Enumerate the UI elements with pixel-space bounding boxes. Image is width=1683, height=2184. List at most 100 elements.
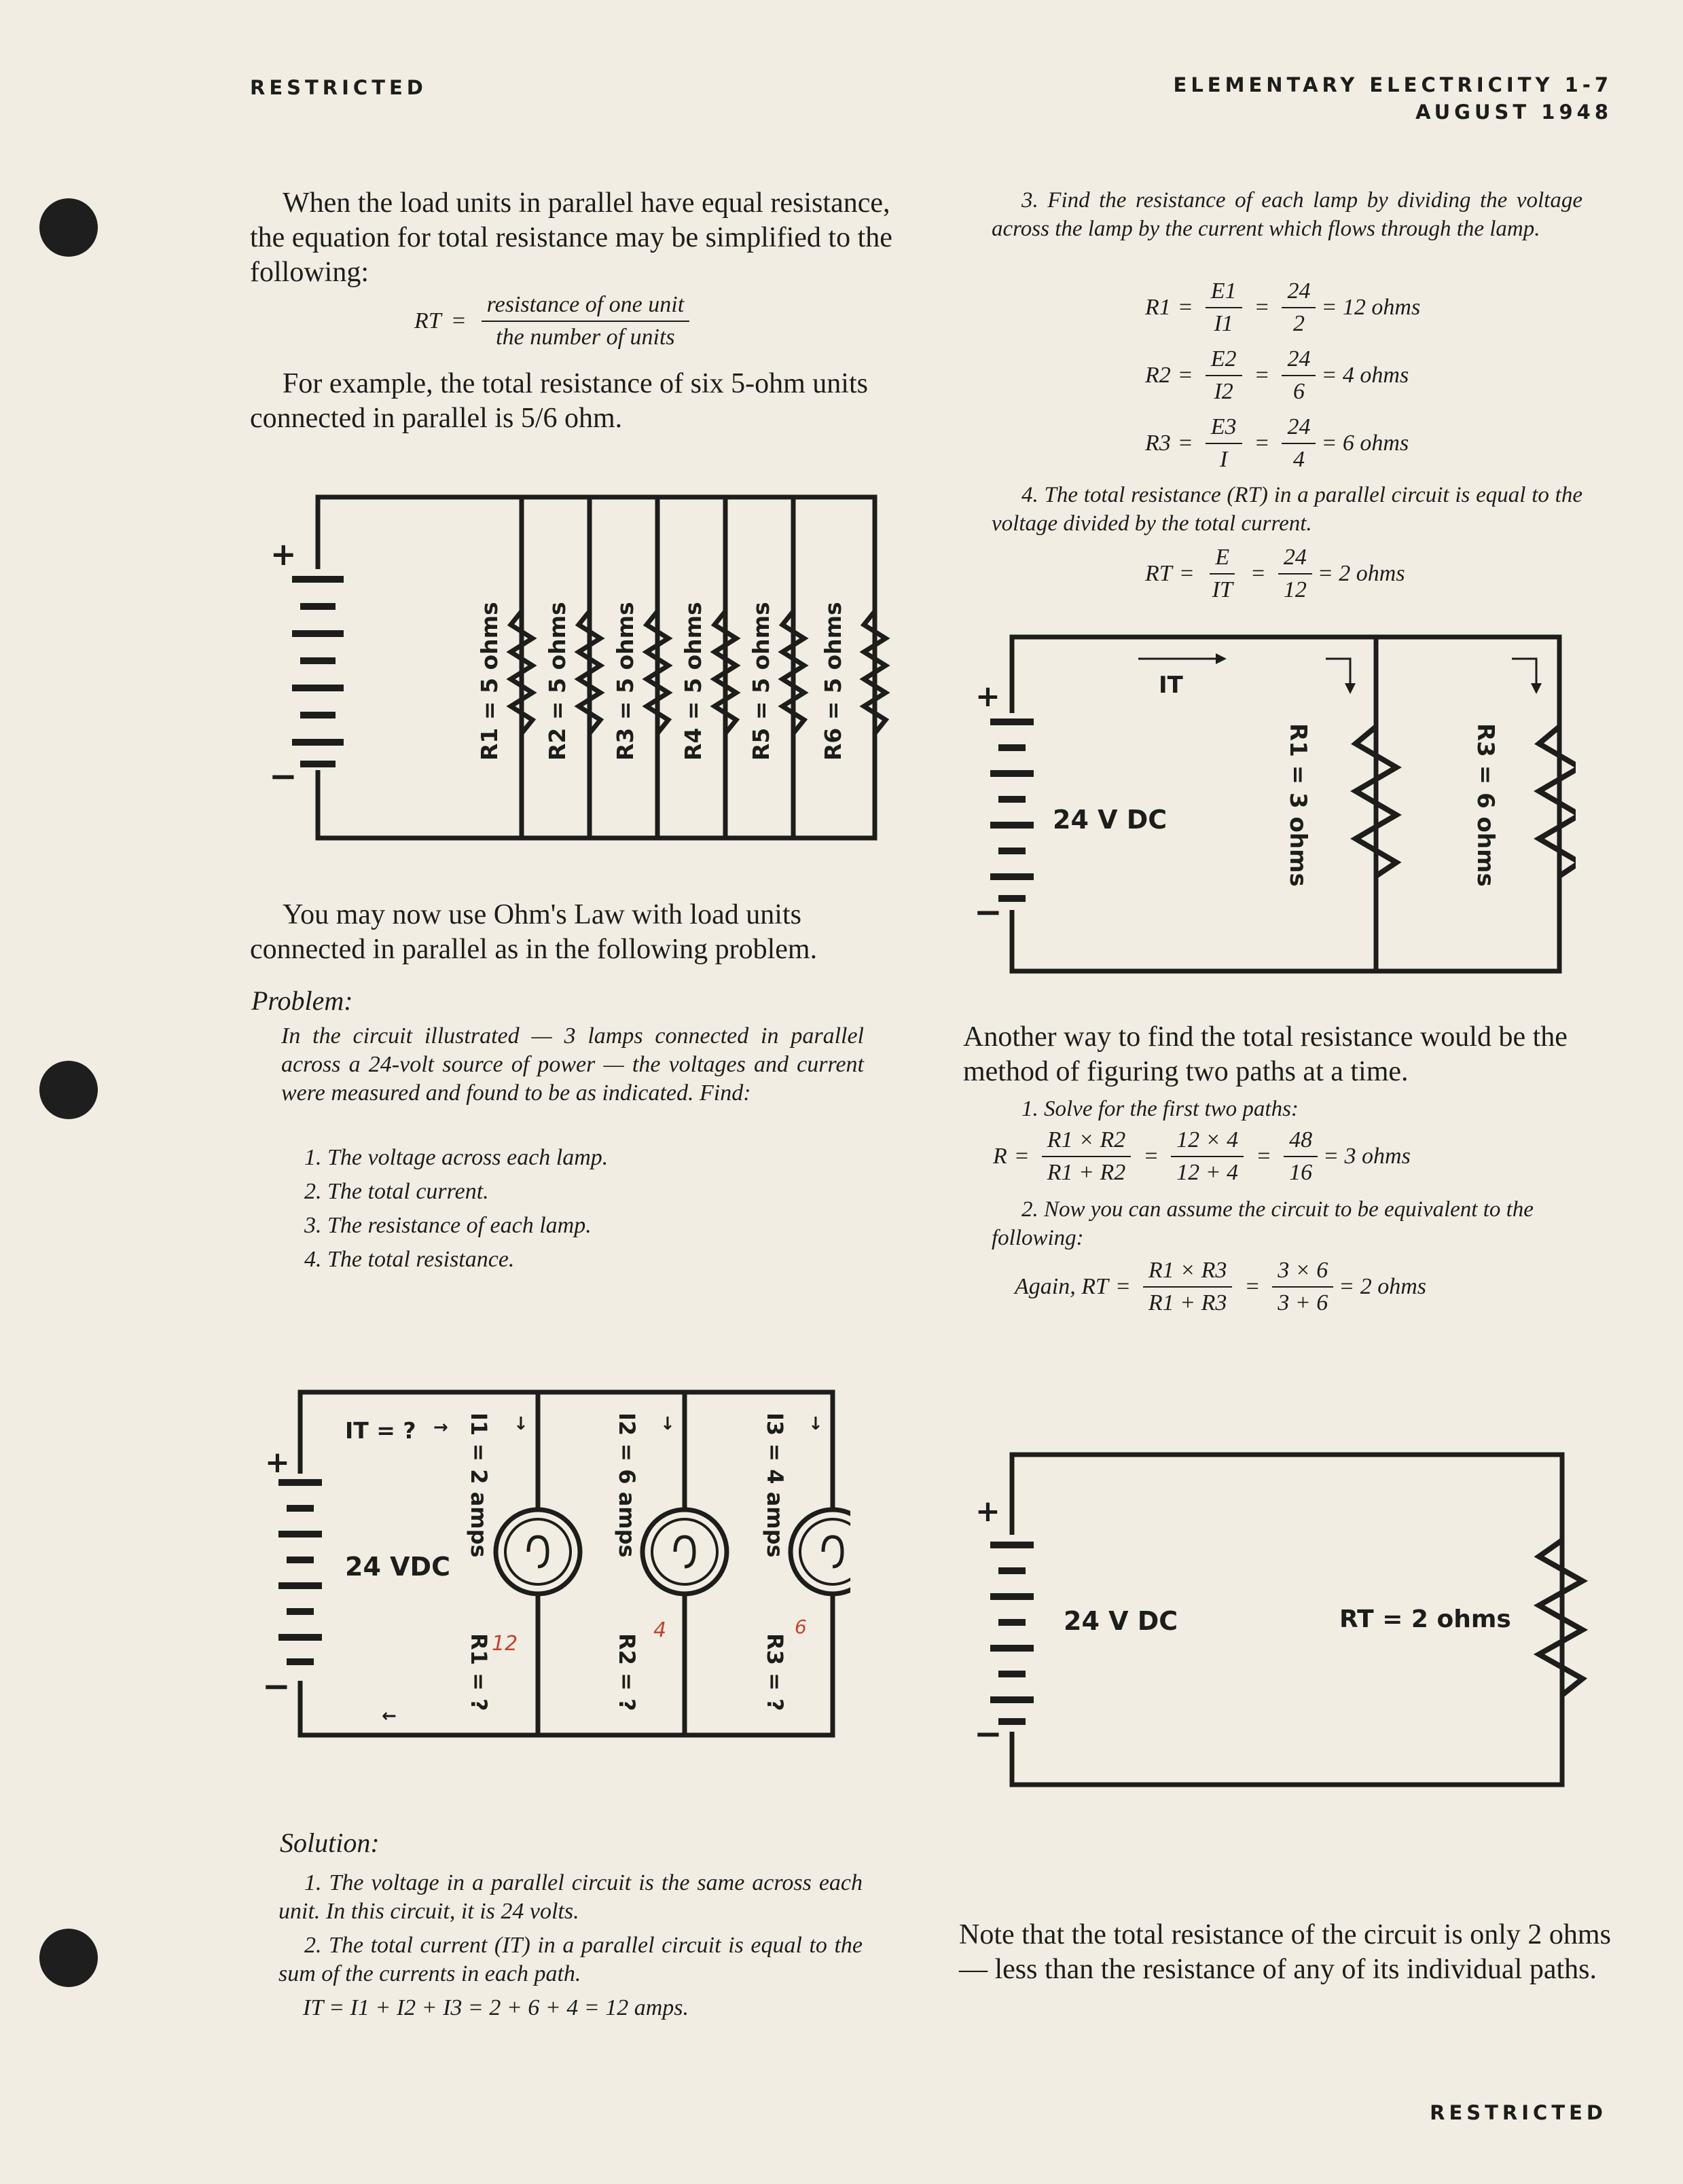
rt-eq-num: E — [1210, 543, 1235, 575]
fig2-arrow-down-2: ↓ — [660, 1414, 675, 1434]
rt-eq-lhs: RT — [1145, 561, 1172, 586]
branch-arrow-2 — [1512, 657, 1538, 686]
rt-eq-num2: 24 — [1278, 543, 1312, 575]
r2-eq-result: = 4 ohms — [1321, 363, 1409, 388]
figure-three-lamps: + − 24 VDC IT = ? → I1 = 2 amps I2 = 6 a… — [262, 1389, 850, 1738]
another-way-paragraph: Another way to find the total resistance… — [963, 1021, 1568, 1087]
positive-terminal-2: + — [265, 1445, 290, 1480]
branch-arrow-2-head — [1531, 683, 1542, 694]
r1-eq-den2: 2 — [1292, 311, 1305, 336]
problem-text: In the circuit illustrated — 3 lamps con… — [281, 1023, 864, 1106]
problem-item-3: 3. The resistance of each lamp. — [304, 1213, 592, 1238]
branch-arrow-1-head — [1345, 683, 1356, 694]
fig2-i3-label: I3 = 4 amps — [762, 1413, 788, 1558]
footer-restricted: RESTRICTED — [1430, 2101, 1607, 2124]
ohms-law-paragraph: You may now use Ohm's Law with load unit… — [250, 899, 818, 965]
r1-eq-num: E1 — [1205, 277, 1242, 308]
problem-title: Problem: — [251, 985, 353, 1016]
fig2-arrow-down-1: ↓ — [513, 1414, 528, 1434]
positive-terminal-4: + — [975, 1494, 1000, 1529]
fig2-total-current: IT = ? — [345, 1417, 416, 1444]
fig3-current-label: IT — [1159, 672, 1184, 699]
r1-eq-lhs: R1 — [1145, 295, 1171, 320]
again-eq-den1: R1 + R3 — [1148, 1290, 1227, 1315]
r3-eq-lhs: R3 — [1145, 431, 1171, 456]
header-title-line1: ELEMENTARY ELECTRICITY 1-7 — [1173, 73, 1612, 96]
fig2-i2-label: I2 = 6 amps — [614, 1413, 640, 1558]
fig4-rt-label: RT = 2 ohms — [1339, 1605, 1511, 1633]
fig2-arrow: → — [433, 1417, 448, 1438]
battery-icon — [292, 576, 344, 767]
r1-eq-result: = 12 ohms — [1321, 295, 1421, 320]
r2-label: R2 = 5 ohms — [544, 602, 571, 761]
r3-eq-den: I — [1219, 447, 1228, 472]
again-eq-num2: 3 × 6 — [1272, 1256, 1334, 1288]
figure-six-resistors: + − R1 = 5 ohms R2 = 5 ohms R3 = 5 ohms … — [269, 494, 890, 841]
r-eq-lhs: R — [993, 1144, 1007, 1169]
positive-terminal: + — [270, 536, 297, 572]
branch-arrow-1 — [1326, 657, 1352, 686]
negative-terminal: − — [269, 757, 297, 796]
battery-icon-4 — [990, 1542, 1034, 1725]
r3-eq-den2: 4 — [1292, 447, 1305, 472]
negative-terminal-2: − — [262, 1667, 291, 1706]
again-eq-lhs: Again, RT — [1015, 1274, 1108, 1299]
r1-label: R1 = 5 ohms — [476, 602, 503, 761]
fig3-r3-label: R3 = 6 ohms — [1472, 723, 1499, 887]
fig2-r3-label: R3 = ? — [762, 1633, 788, 1711]
fig2-source-label: 24 VDC — [345, 1552, 450, 1582]
resistor-zigzags — [506, 609, 890, 735]
solution-title: Solution: — [280, 1827, 380, 1858]
r2-eq-num: E2 — [1205, 345, 1242, 376]
resistor-zigzags-3 — [1350, 724, 1576, 879]
negative-terminal-4: − — [974, 1714, 1002, 1753]
r3-eq-num: E3 — [1205, 413, 1242, 444]
lamp-icons — [493, 1507, 850, 1597]
rt-eq-den2: 12 — [1283, 577, 1307, 602]
r1-eq-num2: 24 — [1282, 277, 1316, 308]
step-3-text: 3. Find the resistance of each lamp by d… — [992, 188, 1582, 241]
r4-label: R4 = 5 ohms — [680, 602, 706, 761]
figure-equivalent-circuit: + − 24 V DC RT = 2 ohms — [974, 1452, 1589, 1787]
rt-eq-den: IT — [1212, 577, 1233, 602]
eq-numerator: resistance of one unit — [481, 291, 690, 322]
eq-lhs: RT — [414, 308, 441, 333]
header-date: AUGUST 1948 — [1415, 101, 1612, 124]
r-eq-den3: 16 — [1289, 1160, 1313, 1185]
solution-step-1: 1. The voltage in a parallel circuit is … — [278, 1870, 863, 1924]
solution-current-equation: IT = I1 + I2 + I3 = 2 + 6 + 4 = 12 amps. — [303, 1995, 689, 2020]
solution-step-2: 2. The total current (IT) in a parallel … — [278, 1933, 863, 1986]
r5-label: R5 = 5 ohms — [748, 602, 774, 761]
fig3-source-label: 24 V DC — [1053, 805, 1167, 835]
positive-terminal-3: + — [975, 679, 1000, 714]
example-paragraph: For example, the total resistance of six… — [250, 368, 868, 434]
r3-eq-result: = 6 ohms — [1321, 431, 1409, 456]
fig2-i1-label: I1 = 2 amps — [466, 1413, 492, 1558]
r-eq-num2: 12 × 4 — [1171, 1126, 1244, 1157]
r2-eq-num2: 24 — [1282, 345, 1316, 376]
battery-icon-2 — [278, 1479, 322, 1665]
rt-eq-result: = 2 ohms — [1317, 561, 1405, 586]
r-eq-result: = 3 ohms — [1323, 1144, 1411, 1169]
r2-eq-den: I2 — [1214, 379, 1233, 404]
r1-eq-den: I1 — [1214, 311, 1233, 336]
note-paragraph: Note that the total resistance of the ci… — [959, 1919, 1611, 1985]
r-eq-den1: R1 + R2 — [1047, 1160, 1126, 1185]
r3-label: R3 = 5 ohms — [612, 602, 638, 761]
fig3-r1-label: R1 = 3 ohms — [1284, 723, 1311, 887]
fig4-source-label: 24 V DC — [1064, 1606, 1178, 1636]
problem-item-4: 4. The total resistance. — [304, 1247, 515, 1272]
header-restricted: RESTRICTED — [250, 76, 427, 99]
header-title: ELEMENTARY ELECTRICITY 1-7 AUGUST 1948 — [1174, 73, 1612, 124]
problem-item-2: 2. The total current. — [304, 1179, 489, 1204]
step-4-text: 4. The total resistance (RT) in a parall… — [992, 483, 1582, 536]
eq-denominator: the number of units — [496, 325, 675, 350]
r-eq-num1: R1 × R2 — [1041, 1126, 1132, 1157]
problem-item-1: 1. The voltage across each lamp. — [304, 1145, 609, 1170]
